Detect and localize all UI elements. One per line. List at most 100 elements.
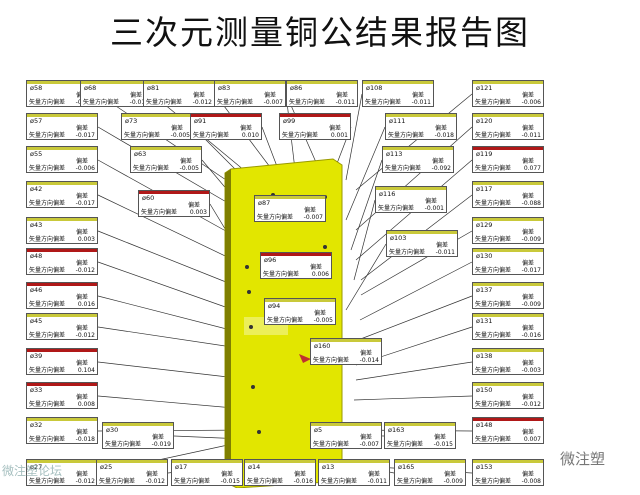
deviation-value: 0.001 <box>330 132 348 139</box>
deviation-value: -0.014 <box>359 357 379 364</box>
deviation-header: 偏差 <box>75 429 88 436</box>
status-bar <box>473 418 543 421</box>
deviation-header: 偏差 <box>75 158 88 165</box>
status-bar <box>27 283 97 286</box>
deviation-value: -0.017 <box>521 267 541 274</box>
deviation-header: 偏差 <box>435 242 448 249</box>
point-id: ø120 <box>476 117 493 125</box>
point-id: ø103 <box>390 234 407 242</box>
status-bar <box>387 231 457 234</box>
deviation-value: -0.016 <box>293 478 313 485</box>
status-bar <box>27 182 97 185</box>
status-bar <box>287 81 357 84</box>
deviation-value: -0.008 <box>521 478 541 485</box>
point-id: ø32 <box>30 421 43 429</box>
leader-line <box>345 93 363 181</box>
point-id: ø137 <box>476 286 493 294</box>
vector-deviation-label: 矢量方向偏差 <box>29 301 66 308</box>
status-bar <box>473 218 543 221</box>
point-id: ø73 <box>125 117 138 125</box>
deviation-header: 偏差 <box>179 158 192 165</box>
deviation-value: -0.011 <box>521 132 541 139</box>
status-bar <box>191 114 261 117</box>
deviation-value: -0.011 <box>411 99 431 106</box>
deviation-header: 偏差 <box>75 193 88 200</box>
leader-line <box>97 230 247 291</box>
deviation-header: 偏差 <box>359 350 372 357</box>
status-bar <box>139 191 209 194</box>
deviation-value: -0.009 <box>521 236 541 243</box>
status-bar <box>172 460 242 463</box>
status-bar <box>27 418 97 421</box>
deviation-header: 偏差 <box>75 325 88 332</box>
vector-deviation-label: 矢量方向偏差 <box>313 357 350 364</box>
vector-deviation-label: 矢量方向偏差 <box>475 99 512 106</box>
vector-deviation-label: 矢量方向偏差 <box>282 132 319 139</box>
deviation-header: 偏差 <box>75 260 88 267</box>
vector-deviation-label: 矢量方向偏差 <box>29 99 66 106</box>
vector-deviation-label: 矢量方向偏差 <box>29 401 66 408</box>
status-bar <box>27 349 97 352</box>
deviation-value: -0.019 <box>151 441 171 448</box>
leader-line <box>355 93 473 191</box>
vector-deviation-label: 矢量方向偏差 <box>141 209 178 216</box>
deviation-value: -0.088 <box>521 200 541 207</box>
vector-deviation-label: 矢量方向偏差 <box>83 99 120 106</box>
deviation-value: -0.013 <box>129 99 149 106</box>
leader-line <box>353 199 376 281</box>
deviation-header: 偏差 <box>303 207 316 214</box>
status-bar <box>144 81 214 84</box>
status-bar <box>473 349 543 352</box>
deviation-value: -0.006 <box>521 99 541 106</box>
vector-deviation-label: 矢量方向偏差 <box>475 367 512 374</box>
status-bar <box>97 460 167 463</box>
deviation-header: 偏差 <box>521 193 534 200</box>
point-id: ø113 <box>386 150 403 158</box>
point-id: ø60 <box>142 194 155 202</box>
deviation-header: 偏差 <box>359 434 372 441</box>
point-id: ø111 <box>389 117 406 125</box>
deviation-header: 偏差 <box>187 202 200 209</box>
deviation-header: 偏差 <box>263 92 276 99</box>
deviation-header: 偏差 <box>335 92 348 99</box>
status-bar <box>473 460 543 463</box>
deviation-value: -0.017 <box>75 132 95 139</box>
deviation-header: 偏差 <box>521 325 534 332</box>
point-id: ø131 <box>476 317 493 325</box>
deviation-value: -0.007 <box>263 99 283 106</box>
vector-deviation-label: 矢量方向偏差 <box>193 132 230 139</box>
status-bar <box>27 218 97 221</box>
vector-deviation-label: 矢量方向偏差 <box>29 200 66 207</box>
status-bar <box>395 460 465 463</box>
deviation-value: 0.003 <box>77 236 95 243</box>
status-bar <box>363 81 433 84</box>
vector-deviation-label: 矢量方向偏差 <box>388 132 425 139</box>
deviation-header: 偏差 <box>328 125 341 132</box>
deviation-value: -0.012 <box>75 478 95 485</box>
vector-deviation-label: 矢量方向偏差 <box>313 441 350 448</box>
deviation-header: 偏差 <box>521 158 534 165</box>
status-bar <box>27 114 97 117</box>
point-id: ø83 <box>218 84 231 92</box>
point-id: ø117 <box>476 185 493 193</box>
point-id: ø43 <box>30 221 43 229</box>
